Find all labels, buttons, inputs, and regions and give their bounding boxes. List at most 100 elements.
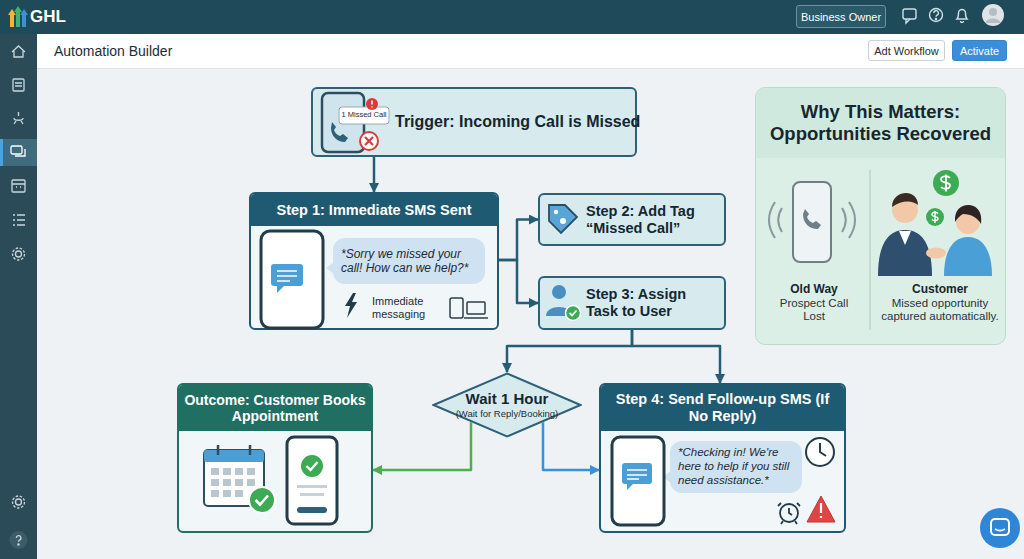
calendar-icon (211, 479, 219, 486)
page-title: Automation Builder (54, 43, 172, 59)
process-box: Step 2: Add Tag “Missed Call” (538, 193, 726, 246)
sidebar-icons (0, 139, 3, 166)
sidebar-icons (15, 149, 25, 156)
dollar-coins (932, 211, 938, 223)
process-card: Step 1: Immediate SMS SentImmediate mess… (249, 192, 499, 330)
diamond-shape (434, 374, 581, 437)
user-task-icon (546, 285, 581, 321)
trigger-box: Trigger: Incoming Call is Missed (311, 87, 637, 157)
user-task-icon (552, 285, 566, 299)
help-icon (930, 9, 943, 22)
bell-icon (957, 10, 967, 20)
handshake-illustration (926, 248, 946, 259)
missed-call-icon (371, 101, 373, 108)
help-icon (935, 18, 936, 19)
button-text: Activate (960, 45, 999, 57)
missed-call-icon (322, 93, 364, 152)
logo-icon (8, 9, 16, 15)
user-task-icon (546, 307, 572, 316)
calendar-icon (223, 490, 231, 497)
calendar-icon (247, 468, 255, 475)
connector-arrow (543, 422, 599, 470)
dollar-coins (941, 175, 950, 192)
alarm-icon (778, 503, 800, 524)
devices-icon (450, 298, 463, 318)
avatar-icon (982, 4, 1004, 26)
clock-icon (820, 443, 826, 456)
calendar-icon (223, 479, 231, 486)
sidebar-icons (18, 544, 19, 545)
sidebar (0, 34, 37, 559)
lightning-icon (345, 293, 357, 318)
sidebar-icons (16, 536, 21, 542)
missed-call-icon (366, 98, 378, 110)
message-text: *Sorry we missed your call! How can we h… (341, 247, 477, 276)
sidebar-icons (0, 46, 37, 549)
decision-diamond: Wait 1 Hour(Wait for Reply/Booking) (432, 372, 582, 438)
phone-followup-icon (627, 470, 647, 479)
column-heading: Old Way (769, 282, 859, 296)
avatar-icon (982, 4, 1004, 26)
phone-confirm-icon (300, 493, 324, 496)
sidebar-icons (11, 146, 22, 154)
message-text: *Checking in! We're here to help if you … (678, 446, 794, 487)
sidebar-icons (12, 184, 25, 187)
chat-widget (980, 508, 1020, 548)
connector-arrow (632, 330, 720, 383)
bell-icon (957, 10, 967, 23)
ringing-phone-icon (793, 182, 831, 262)
sidebar-icons (16, 499, 22, 505)
dollar-coins (933, 170, 959, 196)
sms-bubble: *Sorry we missed your call! How can we h… (333, 238, 485, 284)
help-icon (934, 11, 939, 17)
trigger-text: Trigger: Incoming Call is Missed (395, 89, 633, 155)
logo-icon (14, 6, 22, 12)
clock-icon (806, 438, 834, 466)
connector-arrow (373, 422, 471, 470)
phone-confirm-icon (307, 462, 318, 470)
handshake-illustration (892, 197, 918, 223)
chat-widget (980, 508, 1020, 548)
header-divider (37, 68, 1024, 69)
calendar-icon (211, 468, 219, 475)
help-icon (930, 9, 943, 22)
step-text: Step 3: Assign Task to User (586, 278, 722, 328)
calendar-icon (223, 468, 231, 475)
connector-arrow (373, 157, 376, 192)
ringing-phone-icon (769, 202, 855, 238)
logo-icon (22, 14, 26, 27)
calendar-icon (204, 450, 264, 506)
user-task-icon (566, 306, 581, 321)
phone-followup-icon (612, 437, 664, 525)
devices-icon (450, 298, 488, 318)
sms-bubble: *Checking in! We're here to help if you … (670, 441, 802, 493)
phone-sms-icon (271, 264, 303, 286)
info-panel: Why This Matters: Opportunities Recovere… (755, 87, 1006, 345)
decision-note: (Wait for Reply/Booking) (456, 408, 559, 419)
calendar-icon (235, 479, 243, 486)
caption-text: Immediate messaging (372, 295, 436, 321)
user-task-icon (570, 311, 577, 316)
calendar-icon (249, 487, 275, 513)
sidebar-icons (13, 248, 25, 260)
calendar-icon (204, 450, 264, 462)
calendar-icon (204, 445, 275, 513)
logo-icon (10, 14, 14, 27)
toolbar-button: Business Owner (796, 5, 886, 28)
tag-icon (554, 210, 558, 214)
process-box: Step 3: Assign Task to User (538, 276, 726, 330)
handshake-illustration (956, 210, 980, 234)
sidebar-icons (10, 531, 28, 549)
panel-divider (869, 170, 871, 330)
sidebar-icons (15, 83, 22, 86)
phone-sms-icon (261, 231, 323, 328)
calendar-icon (235, 490, 243, 497)
top-bar (0, 0, 1024, 34)
tag-icon (549, 205, 577, 233)
sidebar-icons (12, 46, 25, 57)
column-text: Missed opportunity captured automaticall… (880, 297, 1000, 323)
phone-confirm-icon (297, 485, 327, 488)
outcome-card: Outcome: Customer Books Appointment (177, 383, 373, 533)
toolbar-button: Adt Workflow (868, 40, 945, 61)
missed-call-icon (322, 93, 389, 152)
